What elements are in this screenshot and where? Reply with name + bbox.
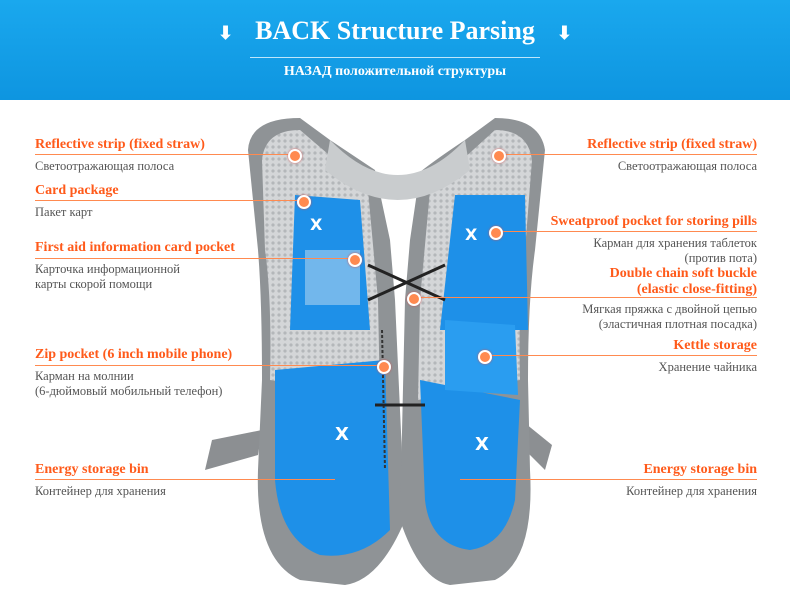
leader-line (413, 297, 757, 298)
brand-logo-lower-right: X (475, 434, 489, 455)
down-arrow-icon: ⬇ (218, 22, 234, 43)
label-zip-pocket: Zip pocket (6 inch mobile phone) Карман … (35, 347, 233, 398)
energy-bin-left (275, 360, 390, 556)
leader-line (35, 200, 303, 201)
header-banner: ⬇ BACK Structure Parsing ⬇ НАЗАД положител… (0, 0, 790, 100)
callout-dot (377, 360, 391, 374)
page-title: ⬇ BACK Structure Parsing ⬇ (0, 16, 790, 46)
leader-line (35, 258, 353, 259)
callout-dot (348, 253, 362, 267)
callout-dot (297, 195, 311, 209)
page-subtitle: НАЗАД положительной структуры (283, 64, 507, 79)
leader-line (460, 479, 757, 480)
label-kettle-storage: Kettle storage Хранение чайника (658, 338, 757, 374)
callout-dot (492, 149, 506, 163)
callout-dot (489, 226, 503, 240)
label-card-package: Card package Пакет карт (35, 183, 119, 219)
label-reflective-strip-left: Reflective strip (fixed straw) Светоотра… (35, 137, 205, 173)
leader-line (35, 365, 383, 366)
leader-line (35, 154, 295, 155)
callout-dot (407, 292, 421, 306)
brand-logo-lower-left: X (335, 424, 349, 445)
energy-bin-right (420, 380, 520, 550)
leader-line (498, 154, 757, 155)
label-reflective-strip-right: Reflective strip (fixed straw) Светоотра… (587, 137, 757, 173)
leader-line (495, 231, 757, 232)
brand-logo-right: X (465, 225, 478, 244)
title-divider (250, 57, 540, 58)
callout-dot (288, 149, 302, 163)
callout-dot (478, 350, 492, 364)
label-energy-bin-right: Energy storage bin Контейнер для хранени… (626, 462, 757, 498)
label-first-aid-pocket: First aid information card pocket Карточ… (35, 240, 235, 291)
pill-pocket-right (440, 195, 528, 330)
label-double-chain-buckle: Double chain soft buckle (elastic close-… (582, 266, 757, 331)
leader-line (35, 479, 335, 480)
label-energy-bin-left: Energy storage bin Контейнер для хранени… (35, 462, 166, 498)
title-text: BACK Structure Parsing (255, 16, 535, 45)
brand-logo-left: X (310, 215, 323, 234)
down-arrow-icon: ⬇ (556, 22, 572, 43)
leader-line (484, 355, 757, 356)
label-sweatproof-pocket: Sweatproof pocket for storing pills Карм… (550, 214, 757, 265)
